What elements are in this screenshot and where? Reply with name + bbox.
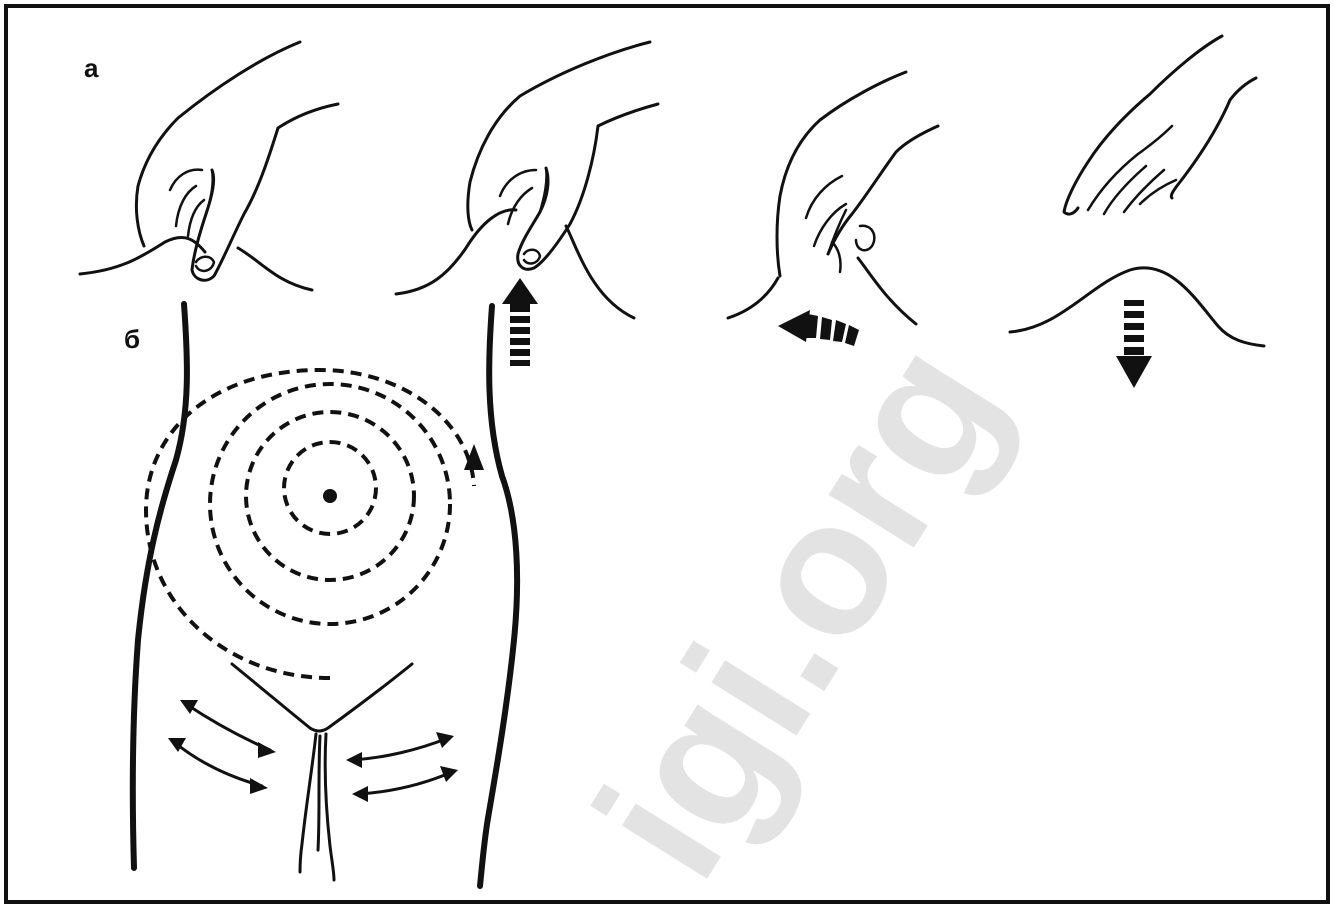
panel-b-label: б (124, 324, 140, 354)
panel-a-label: а (84, 53, 99, 83)
stage-4-release (1010, 36, 1264, 346)
skin-surface-4 (1010, 268, 1264, 346)
hand-4-fingers (1088, 126, 1176, 214)
hand-1-outline (136, 42, 338, 280)
hand-2-outline (468, 42, 658, 269)
double-arrow-icon (358, 772, 452, 794)
left-thigh-arrows (168, 700, 276, 794)
double-arrow-icon (352, 738, 448, 760)
thigh-inner-mid (318, 736, 320, 850)
right-thigh-arrows (346, 732, 458, 802)
torso-diagram (133, 304, 517, 886)
navel-dot (323, 489, 337, 503)
hand-2-nail (524, 250, 540, 264)
spiral-massage-path (146, 370, 474, 678)
arrow-up-icon (502, 278, 538, 366)
stage-2-lift (396, 42, 658, 318)
watermark-text: igi.org (555, 307, 1042, 908)
skin-surface-3 (728, 258, 916, 324)
torso-left-contour (133, 304, 187, 868)
torso-right-contour (480, 306, 517, 886)
watermark: igi.org (555, 307, 1042, 908)
thigh-inner-right (325, 734, 334, 880)
hand-3-fingers (806, 176, 846, 272)
groin-line (232, 664, 412, 731)
double-arrow-icon (186, 704, 270, 750)
thigh-inner-left (300, 734, 316, 872)
arrow-down-icon (1116, 300, 1152, 388)
double-arrow-icon (174, 742, 262, 786)
hand-1-fingers (170, 170, 213, 236)
hand-3-thumb (856, 226, 874, 250)
hand-1-nail (196, 257, 214, 271)
stage-3-twist (728, 72, 938, 324)
arrow-left-icon (778, 310, 859, 346)
stage-1-grasp (80, 42, 338, 290)
